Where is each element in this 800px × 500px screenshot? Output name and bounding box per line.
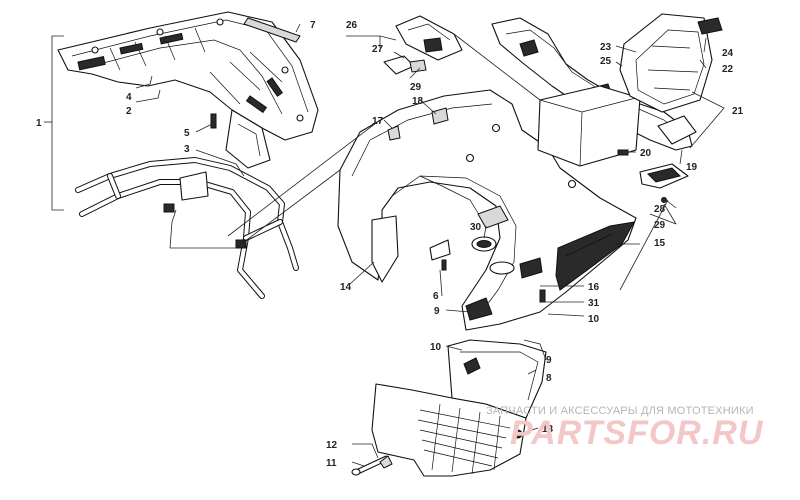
callout-29-upper: 29 <box>410 82 422 93</box>
callout-10-lower: 10 <box>430 342 442 353</box>
bolt-5 <box>210 113 217 129</box>
callout-17: 17 <box>372 116 384 127</box>
callout-14: 14 <box>340 282 352 293</box>
callout-16: 16 <box>588 282 600 293</box>
callout-15: 15 <box>654 238 666 249</box>
callout-26: 26 <box>346 20 358 31</box>
callout-29-lower: 29 <box>654 220 666 231</box>
bracket-assembly <box>383 15 463 75</box>
callout-23: 23 <box>600 42 612 53</box>
callout-25: 25 <box>600 56 612 67</box>
callout-20: 20 <box>640 148 652 159</box>
callout-28: 28 <box>654 204 666 215</box>
callout-5: 5 <box>184 128 190 139</box>
callout-2: 2 <box>126 106 132 117</box>
watermark-logo: PARTSFOR.RU <box>510 414 764 452</box>
callout-22: 22 <box>722 64 734 75</box>
callout-18: 18 <box>412 96 424 107</box>
footwell-panel <box>371 339 547 477</box>
callout-21: 21 <box>732 106 744 117</box>
callout-4: 4 <box>126 92 132 103</box>
watermark-caption: ЗАПЧАСТИ И АКСЕССУАРЫ ДЛЯ МОТОТЕХНИКИ <box>486 405 754 417</box>
callout-7: 7 <box>310 20 316 31</box>
pin-and-clip <box>351 455 393 476</box>
callout-1: 1 <box>36 118 42 129</box>
callout-10-upper: 10 <box>588 314 600 325</box>
callout-9-upper: 9 <box>434 306 440 317</box>
rear-fender <box>337 89 637 331</box>
callout-19: 19 <box>686 162 698 173</box>
callout-11: 11 <box>326 458 337 469</box>
callout-24: 24 <box>722 48 734 59</box>
callout-6: 6 <box>433 291 439 302</box>
rear-rack <box>57 11 319 169</box>
callout-13: 13 <box>542 424 554 435</box>
callout-31: 31 <box>588 298 600 309</box>
storage-box <box>491 13 723 203</box>
callout-9-lower: 9 <box>546 355 552 366</box>
callout-8: 8 <box>546 373 552 384</box>
leader-lines <box>44 23 725 467</box>
rear-bumper-tube <box>75 157 299 299</box>
callout-12: 12 <box>326 440 338 451</box>
callout-27: 27 <box>372 44 384 55</box>
decal-strip <box>243 17 301 43</box>
callout-30: 30 <box>470 222 482 233</box>
callout-labels: 1 2 3 4 5 6 7 8 9 9 10 10 11 12 13 14 15… <box>36 20 744 469</box>
callout-3: 3 <box>184 144 190 155</box>
